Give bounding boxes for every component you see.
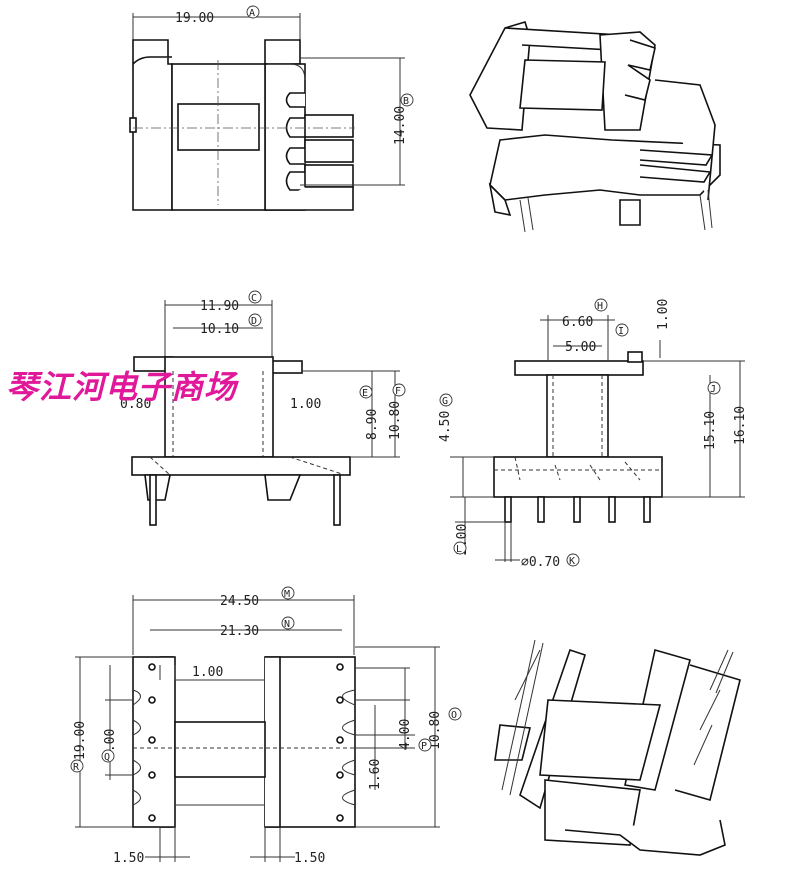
pin-holes-left bbox=[148, 663, 156, 822]
dim-tag: F bbox=[395, 386, 401, 397]
dim-tag: J bbox=[710, 384, 716, 395]
dim-tag: I bbox=[618, 326, 624, 337]
dim-value: 6.60 bbox=[562, 315, 593, 330]
dim-value: 1.50 bbox=[294, 851, 325, 866]
dim-tag: B bbox=[403, 96, 409, 107]
dim-tag: Q bbox=[104, 752, 110, 763]
dim-value: 0.80 bbox=[120, 397, 151, 412]
dim-tag: P bbox=[421, 741, 427, 752]
bottom-view: 24.50 M 21.30 N bbox=[70, 586, 462, 866]
dim-value: 1.00 bbox=[290, 397, 321, 412]
dim-value: 1.00 bbox=[192, 665, 223, 680]
dim-tag: O bbox=[451, 710, 457, 721]
top-view: 19.00 A 14.00 B bbox=[129, 5, 414, 211]
dim-value: 1.50 bbox=[113, 851, 144, 866]
dim-value: 1.60 bbox=[368, 759, 383, 790]
dim-tag: G bbox=[442, 396, 448, 407]
dim-value: 1.00 bbox=[656, 299, 671, 330]
dim-tag: L bbox=[456, 544, 462, 555]
dim-value: 24.50 bbox=[220, 594, 259, 609]
isometric-view-top bbox=[469, 21, 721, 233]
dim-value: 21.30 bbox=[220, 624, 259, 639]
dim-value: 15.10 bbox=[703, 411, 718, 450]
side-view: 6.60 H 5.00 I 1.00 15.10 16.10 J bbox=[438, 298, 748, 570]
dim-value: 11.90 bbox=[200, 299, 239, 314]
dim-value: 4.00 bbox=[398, 719, 413, 750]
dim-tag: N bbox=[284, 619, 290, 630]
dim-tag: R bbox=[73, 762, 80, 773]
dim-tag: C bbox=[251, 293, 257, 304]
front-view: 11.90 C 10.10 D 0.80 1.00 8.90 10.80 E F bbox=[120, 290, 406, 526]
dim-tag: A bbox=[249, 8, 255, 19]
dim-value: 8.90 bbox=[365, 409, 380, 440]
dim-value: 14.00 bbox=[393, 106, 408, 145]
dim-tag: M bbox=[284, 589, 290, 600]
dim-value: 5.00 bbox=[565, 340, 596, 355]
dim-value: 10.80 bbox=[428, 711, 443, 750]
watermark: 琴江河电子商场 bbox=[6, 368, 238, 406]
pin-holes-right bbox=[336, 663, 344, 822]
dim-value: ⌀0.70 bbox=[521, 555, 560, 570]
dim-value: 4.50 bbox=[438, 411, 453, 442]
dim-tag: D bbox=[251, 316, 257, 327]
dim-value: 16.10 bbox=[733, 406, 748, 445]
isometric-view-bottom bbox=[494, 639, 741, 856]
dim-value: 19.00 bbox=[175, 11, 214, 26]
dim-tag: K bbox=[569, 556, 575, 567]
dim-value: 10.80 bbox=[388, 401, 403, 440]
dim-value: 10.10 bbox=[200, 322, 239, 337]
dim-tag: E bbox=[362, 388, 368, 399]
dim-tag: H bbox=[597, 301, 603, 312]
dim-value: 19.00 bbox=[73, 721, 88, 760]
